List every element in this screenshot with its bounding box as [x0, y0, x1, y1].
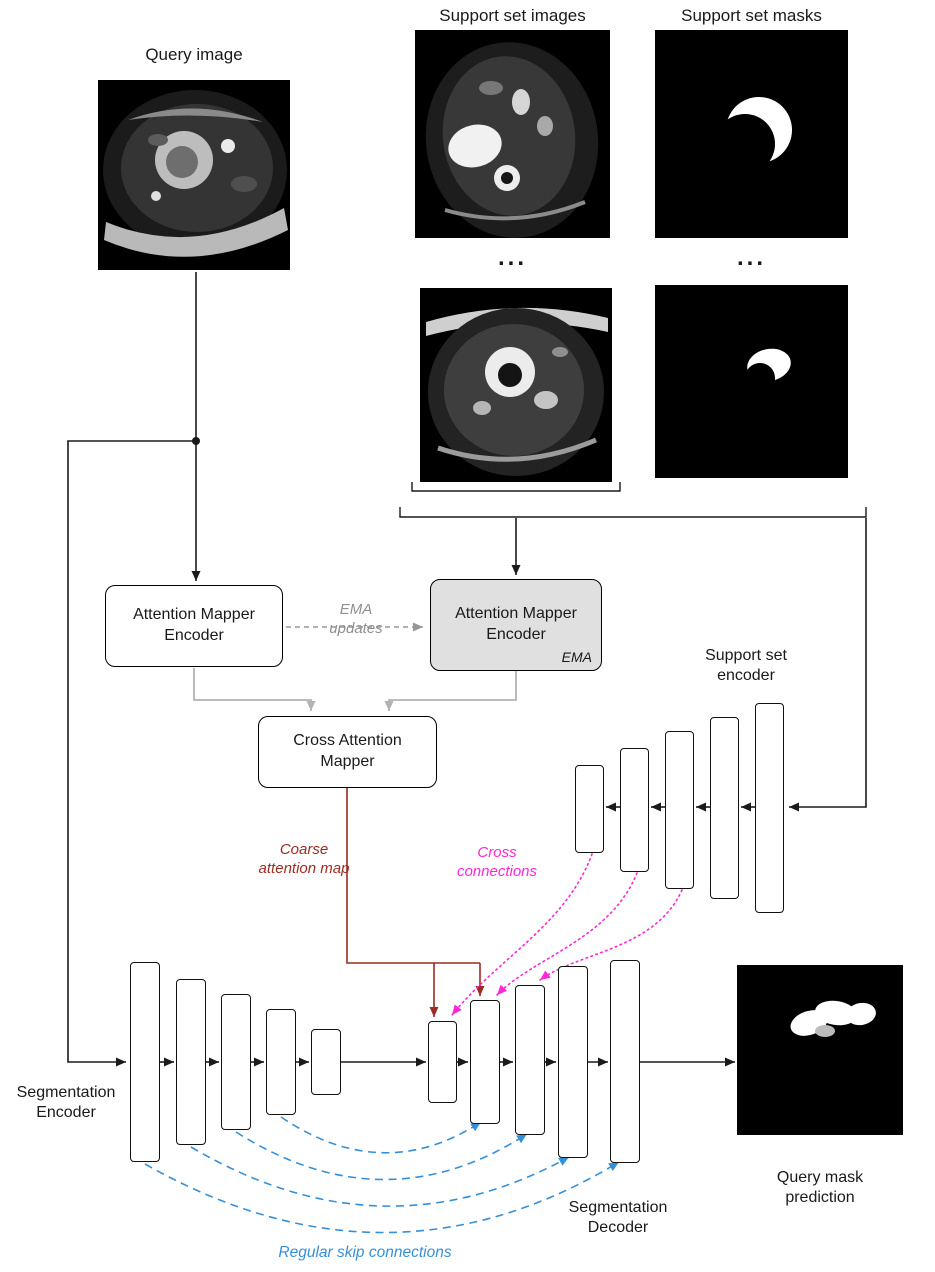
support-encoder-block-4 — [620, 748, 649, 872]
attention-mapper-encoder-ema-label: Attention Mapper Encoder — [455, 605, 577, 643]
support-image-1 — [415, 30, 610, 238]
bracket-support-set — [399, 507, 867, 518]
attention-mapper-encoder-node: Attention Mapper Encoder — [105, 585, 283, 667]
support-mri-2-illustration — [420, 288, 612, 482]
query-mask-prediction-image — [737, 965, 903, 1135]
bracket-support-images — [411, 482, 621, 492]
support-mask-1-illustration — [655, 30, 848, 238]
attention-mapper-encoder-label: Attention Mapper Encoder — [133, 606, 255, 644]
ema-tag: EMA — [561, 648, 592, 665]
query-mri-illustration — [98, 80, 290, 270]
query-mri-image — [98, 80, 290, 270]
seg-encoder-block-4 — [266, 1009, 296, 1115]
support-image-2 — [420, 288, 612, 482]
edge-query-to-seg-encoder — [67, 440, 196, 1067]
seg-decoder-block-2 — [470, 1000, 500, 1124]
seg-decoder-block-1 — [428, 1021, 457, 1103]
edge-ame-to-cam — [193, 668, 316, 711]
seg-decoder-block-3 — [515, 985, 545, 1135]
seg-encoder-block-2 — [176, 979, 206, 1145]
skip-connections-label: Regular skip connections — [278, 1244, 452, 1261]
support-set-encoder-label: Support set encoder — [705, 647, 787, 685]
cross-connections-label: Cross connections — [456, 844, 538, 881]
support-encoder-block-2 — [710, 717, 739, 899]
query-mask-prediction-label: Query mask prediction — [776, 1169, 864, 1207]
query-mask-prediction-illustration — [737, 965, 903, 1135]
cross-attention-mapper-node: Cross Attention Mapper — [258, 716, 437, 788]
edge-skip-connection-3 — [190, 1146, 570, 1207]
segmentation-encoder-label: Segmentation Encoder — [16, 1084, 116, 1122]
seg-decoder-block-5 — [610, 960, 640, 1163]
edge-support-to-support-encoder — [789, 518, 867, 812]
coarse-attention-map-label: Coarse attention map — [258, 841, 350, 878]
support-encoder-block-5 — [575, 765, 604, 853]
edge-ema-encoder-to-cam — [384, 671, 517, 711]
edge-skip-connection-4 — [144, 1161, 620, 1234]
edge-cross-connection-3 — [539, 889, 683, 981]
cross-attention-mapper-label: Cross Attention Mapper — [293, 732, 402, 770]
seg-decoder-block-4 — [558, 966, 588, 1158]
support-images-label: Support set images — [439, 6, 586, 25]
support-mask-2 — [655, 285, 848, 478]
support-mask-2-illustration — [655, 285, 848, 478]
seg-encoder-block-1 — [130, 962, 160, 1162]
edge-cross-connection-1 — [451, 853, 593, 1016]
edge-coarse-attention-trunk — [346, 788, 480, 964]
seg-encoder-block-5 — [311, 1029, 341, 1095]
edge-cross-connection-2 — [496, 872, 638, 996]
query-image-label: Query image — [145, 45, 243, 64]
support-encoder-block-1 — [755, 703, 784, 913]
edge-skip-connection-2 — [235, 1131, 528, 1181]
support-mask-1 — [655, 30, 848, 238]
segmentation-decoder-label: Segmentation Decoder — [568, 1199, 668, 1237]
support-encoder-block-3 — [665, 731, 694, 889]
seg-encoder-block-3 — [221, 994, 251, 1130]
support-mri-1-illustration — [415, 30, 610, 238]
edge-skip-connection-1 — [280, 1116, 482, 1154]
support-masks-ellipsis: ... — [736, 244, 766, 271]
support-images-ellipsis: ... — [497, 244, 527, 271]
support-masks-label: Support set masks — [681, 6, 822, 25]
attention-mapper-encoder-ema-node: Attention Mapper Encoder EMA — [430, 579, 602, 671]
ema-updates-label: EMA updates — [329, 601, 383, 638]
